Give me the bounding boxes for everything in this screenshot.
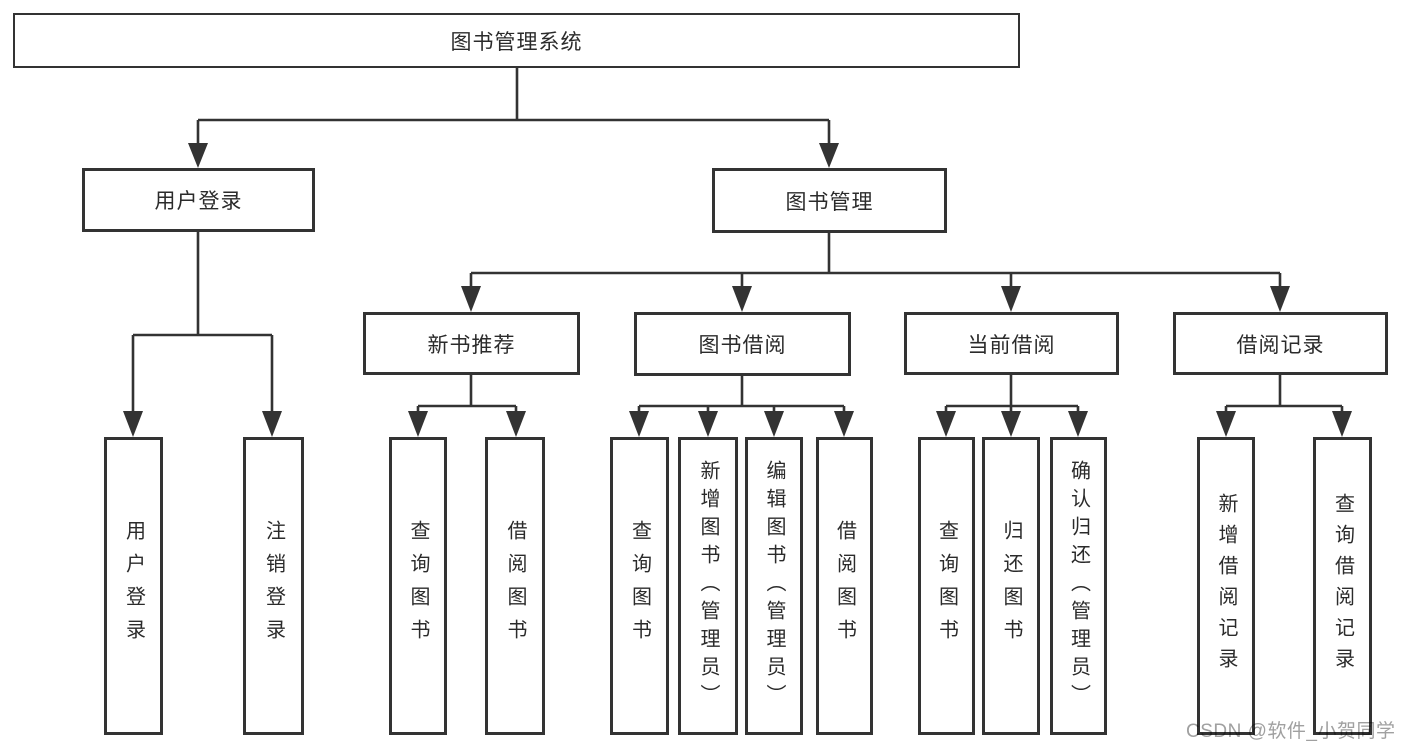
leaf-cb-confirm-return-admin-label: 确认归还（管理员） (1067, 460, 1090, 712)
connector-book-borrow-children (629, 375, 854, 437)
node-user-login: 用户登录 (82, 168, 315, 232)
leaf-bb-query-books: 查询图书 (610, 437, 669, 735)
leaf-user-login-label: 用户登录 (122, 520, 145, 652)
node-new-book-recommendation: 新书推荐 (363, 312, 580, 375)
leaf-nbr-query-books-label: 查询图书 (407, 520, 429, 652)
leaf-nbr-query-books: 查询图书 (389, 437, 447, 735)
node-user-login-label: 用户登录 (154, 190, 243, 213)
node-new-book-recommendation-label: 新书推荐 (427, 333, 516, 357)
connector-book-mgmt-to-level3 (461, 233, 1290, 312)
connector-current-borrow-children (936, 375, 1088, 437)
leaf-cb-return-books: 归还图书 (982, 437, 1040, 735)
leaf-logout: 注销登录 (243, 437, 304, 735)
leaf-bb-borrow-books: 借阅图书 (816, 437, 873, 735)
node-book-borrowing: 图书借阅 (634, 312, 851, 376)
leaf-bb-add-books-admin: 新增图书（管理员） (678, 437, 738, 735)
connector-borrow-record-children (1216, 375, 1352, 437)
leaf-user-login: 用户登录 (104, 437, 163, 735)
leaf-bb-edit-books-admin: 编辑图书（管理员） (745, 437, 803, 735)
node-root-label: 图书管理系统 (450, 30, 583, 54)
leaf-nbr-borrow-books-label: 借阅图书 (504, 520, 526, 652)
connector-root-to-level2 (188, 67, 839, 168)
connector-user-login-children (123, 232, 282, 437)
leaf-cb-query-books: 查询图书 (918, 437, 975, 735)
leaf-bb-edit-books-admin-label: 编辑图书（管理员） (763, 460, 785, 712)
leaf-bb-query-books-label: 查询图书 (628, 520, 651, 652)
node-current-borrowing-label: 当前借阅 (967, 333, 1056, 357)
leaf-br-query-record: 查询借阅记录 (1313, 437, 1372, 735)
csdn-watermark: CSDN @软件_小贺同学 (1186, 721, 1396, 742)
node-current-borrowing: 当前借阅 (904, 312, 1119, 375)
leaf-nbr-borrow-books: 借阅图书 (485, 437, 545, 735)
leaf-logout-label: 注销登录 (262, 520, 285, 652)
node-borrowing-records-label: 借阅记录 (1236, 333, 1325, 357)
leaf-cb-return-books-label: 归还图书 (1000, 520, 1022, 652)
leaf-br-query-record-label: 查询借阅记录 (1331, 493, 1354, 679)
connector-new-book-rec-children (408, 375, 526, 437)
leaf-bb-add-books-admin-label: 新增图书（管理员） (697, 460, 719, 712)
node-borrowing-records: 借阅记录 (1173, 312, 1388, 375)
leaf-br-add-record-label: 新增借阅记录 (1215, 493, 1237, 679)
leaf-bb-borrow-books-label: 借阅图书 (833, 520, 856, 652)
node-book-borrowing-label: 图书借阅 (698, 334, 787, 357)
node-book-management-label: 图书管理 (785, 190, 874, 214)
node-root: 图书管理系统 (13, 13, 1020, 68)
node-book-management: 图书管理 (712, 168, 947, 233)
leaf-cb-query-books-label: 查询图书 (935, 520, 958, 652)
leaf-br-add-record: 新增借阅记录 (1197, 437, 1255, 735)
leaf-cb-confirm-return-admin: 确认归还（管理员） (1050, 437, 1107, 735)
